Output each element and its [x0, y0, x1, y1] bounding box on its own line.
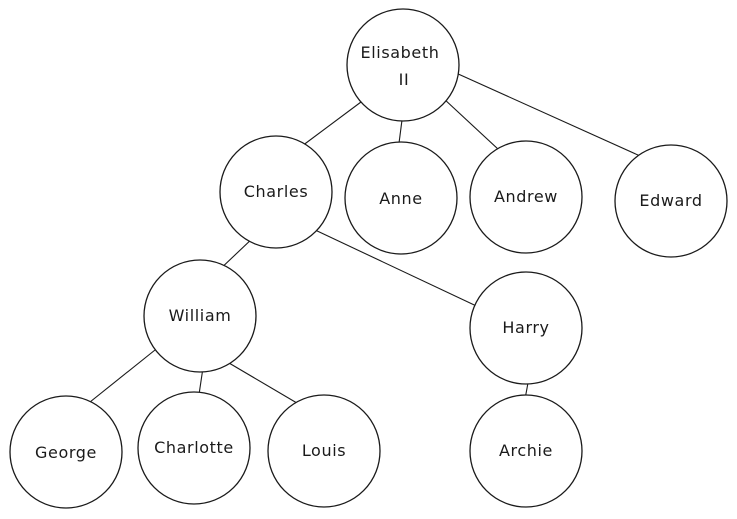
- edge-william-louis: [228, 362, 303, 407]
- node-louis-label: Louis: [302, 441, 346, 460]
- node-elisabeth-label-line2: II: [399, 70, 410, 89]
- edges: [79, 72, 650, 411]
- node-william-label: William: [169, 306, 232, 325]
- node-edward: Edward: [614, 144, 728, 258]
- node-harry: Harry: [469, 271, 583, 385]
- node-charles: Charles: [219, 135, 333, 249]
- node-andrew: Andrew: [469, 140, 583, 254]
- node-andrew-label: Andrew: [494, 187, 558, 206]
- node-archie-label: Archie: [499, 441, 553, 460]
- node-william: William: [143, 259, 257, 373]
- node-george-label: George: [35, 443, 97, 462]
- node-charlotte-label: Charlotte: [154, 438, 234, 457]
- node-charles-label: Charles: [244, 182, 309, 201]
- node-elisabeth-label-line1: Elisabeth: [361, 43, 440, 62]
- node-edward-label: Edward: [639, 191, 702, 210]
- node-anne-label: Anne: [379, 189, 422, 208]
- edge-elisabeth-charles: [301, 101, 362, 147]
- node-elisabeth: Elisabeth II: [346, 8, 460, 122]
- node-george: George: [9, 395, 123, 509]
- edge-william-george: [79, 341, 166, 411]
- edge-elisabeth-edward: [455, 72, 650, 161]
- edge-charles-harry: [312, 228, 488, 312]
- node-charlotte: Charlotte: [137, 391, 251, 505]
- node-louis: Louis: [267, 394, 381, 508]
- node-harry-label: Harry: [502, 318, 549, 337]
- node-anne: Anne: [344, 141, 458, 255]
- node-archie: Archie: [469, 394, 583, 508]
